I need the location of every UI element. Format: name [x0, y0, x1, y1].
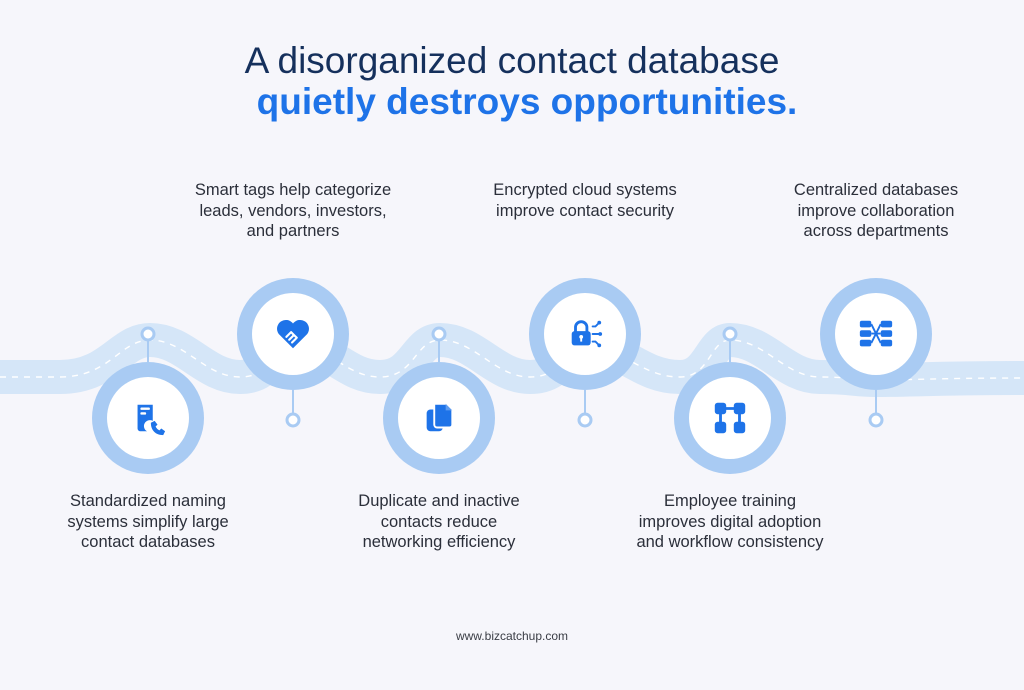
database-network-icon: [859, 320, 893, 347]
step-caption-1: Standardized naming systems simplify lar…: [67, 492, 229, 551]
workflow-nodes-icon: [714, 402, 746, 434]
encrypted-lock-icon: [571, 320, 603, 348]
step-node-4: [529, 278, 641, 390]
duplicate-files-icon: [426, 402, 454, 432]
page-title: A disorganized contact database quietly …: [0, 40, 1024, 122]
title-line-1: A disorganized contact database: [244, 40, 780, 81]
step-caption-4: Encrypted cloud systems improve contact …: [493, 181, 677, 220]
step-caption-2: Smart tags help categorize leads, vendor…: [194, 181, 392, 240]
footer-website: www.bizcatchup.com: [455, 629, 569, 643]
contact-book-icon: [137, 404, 166, 436]
step-node-5: [674, 362, 786, 474]
step-node-1: [92, 362, 204, 474]
step-caption-3: Duplicate and inactive contacts reduce n…: [358, 492, 520, 551]
step-node-3: [383, 362, 495, 474]
step-node-2: [237, 278, 349, 390]
step-caption-5: Employee training improves digital adopt…: [636, 492, 824, 551]
step-caption-6: Centralized databases improve collaborat…: [793, 181, 959, 240]
step-node-6: [820, 278, 932, 390]
title-line-2-highlight: quietly destroys opportunities.: [256, 80, 798, 122]
handshake-heart-icon: [277, 319, 309, 349]
